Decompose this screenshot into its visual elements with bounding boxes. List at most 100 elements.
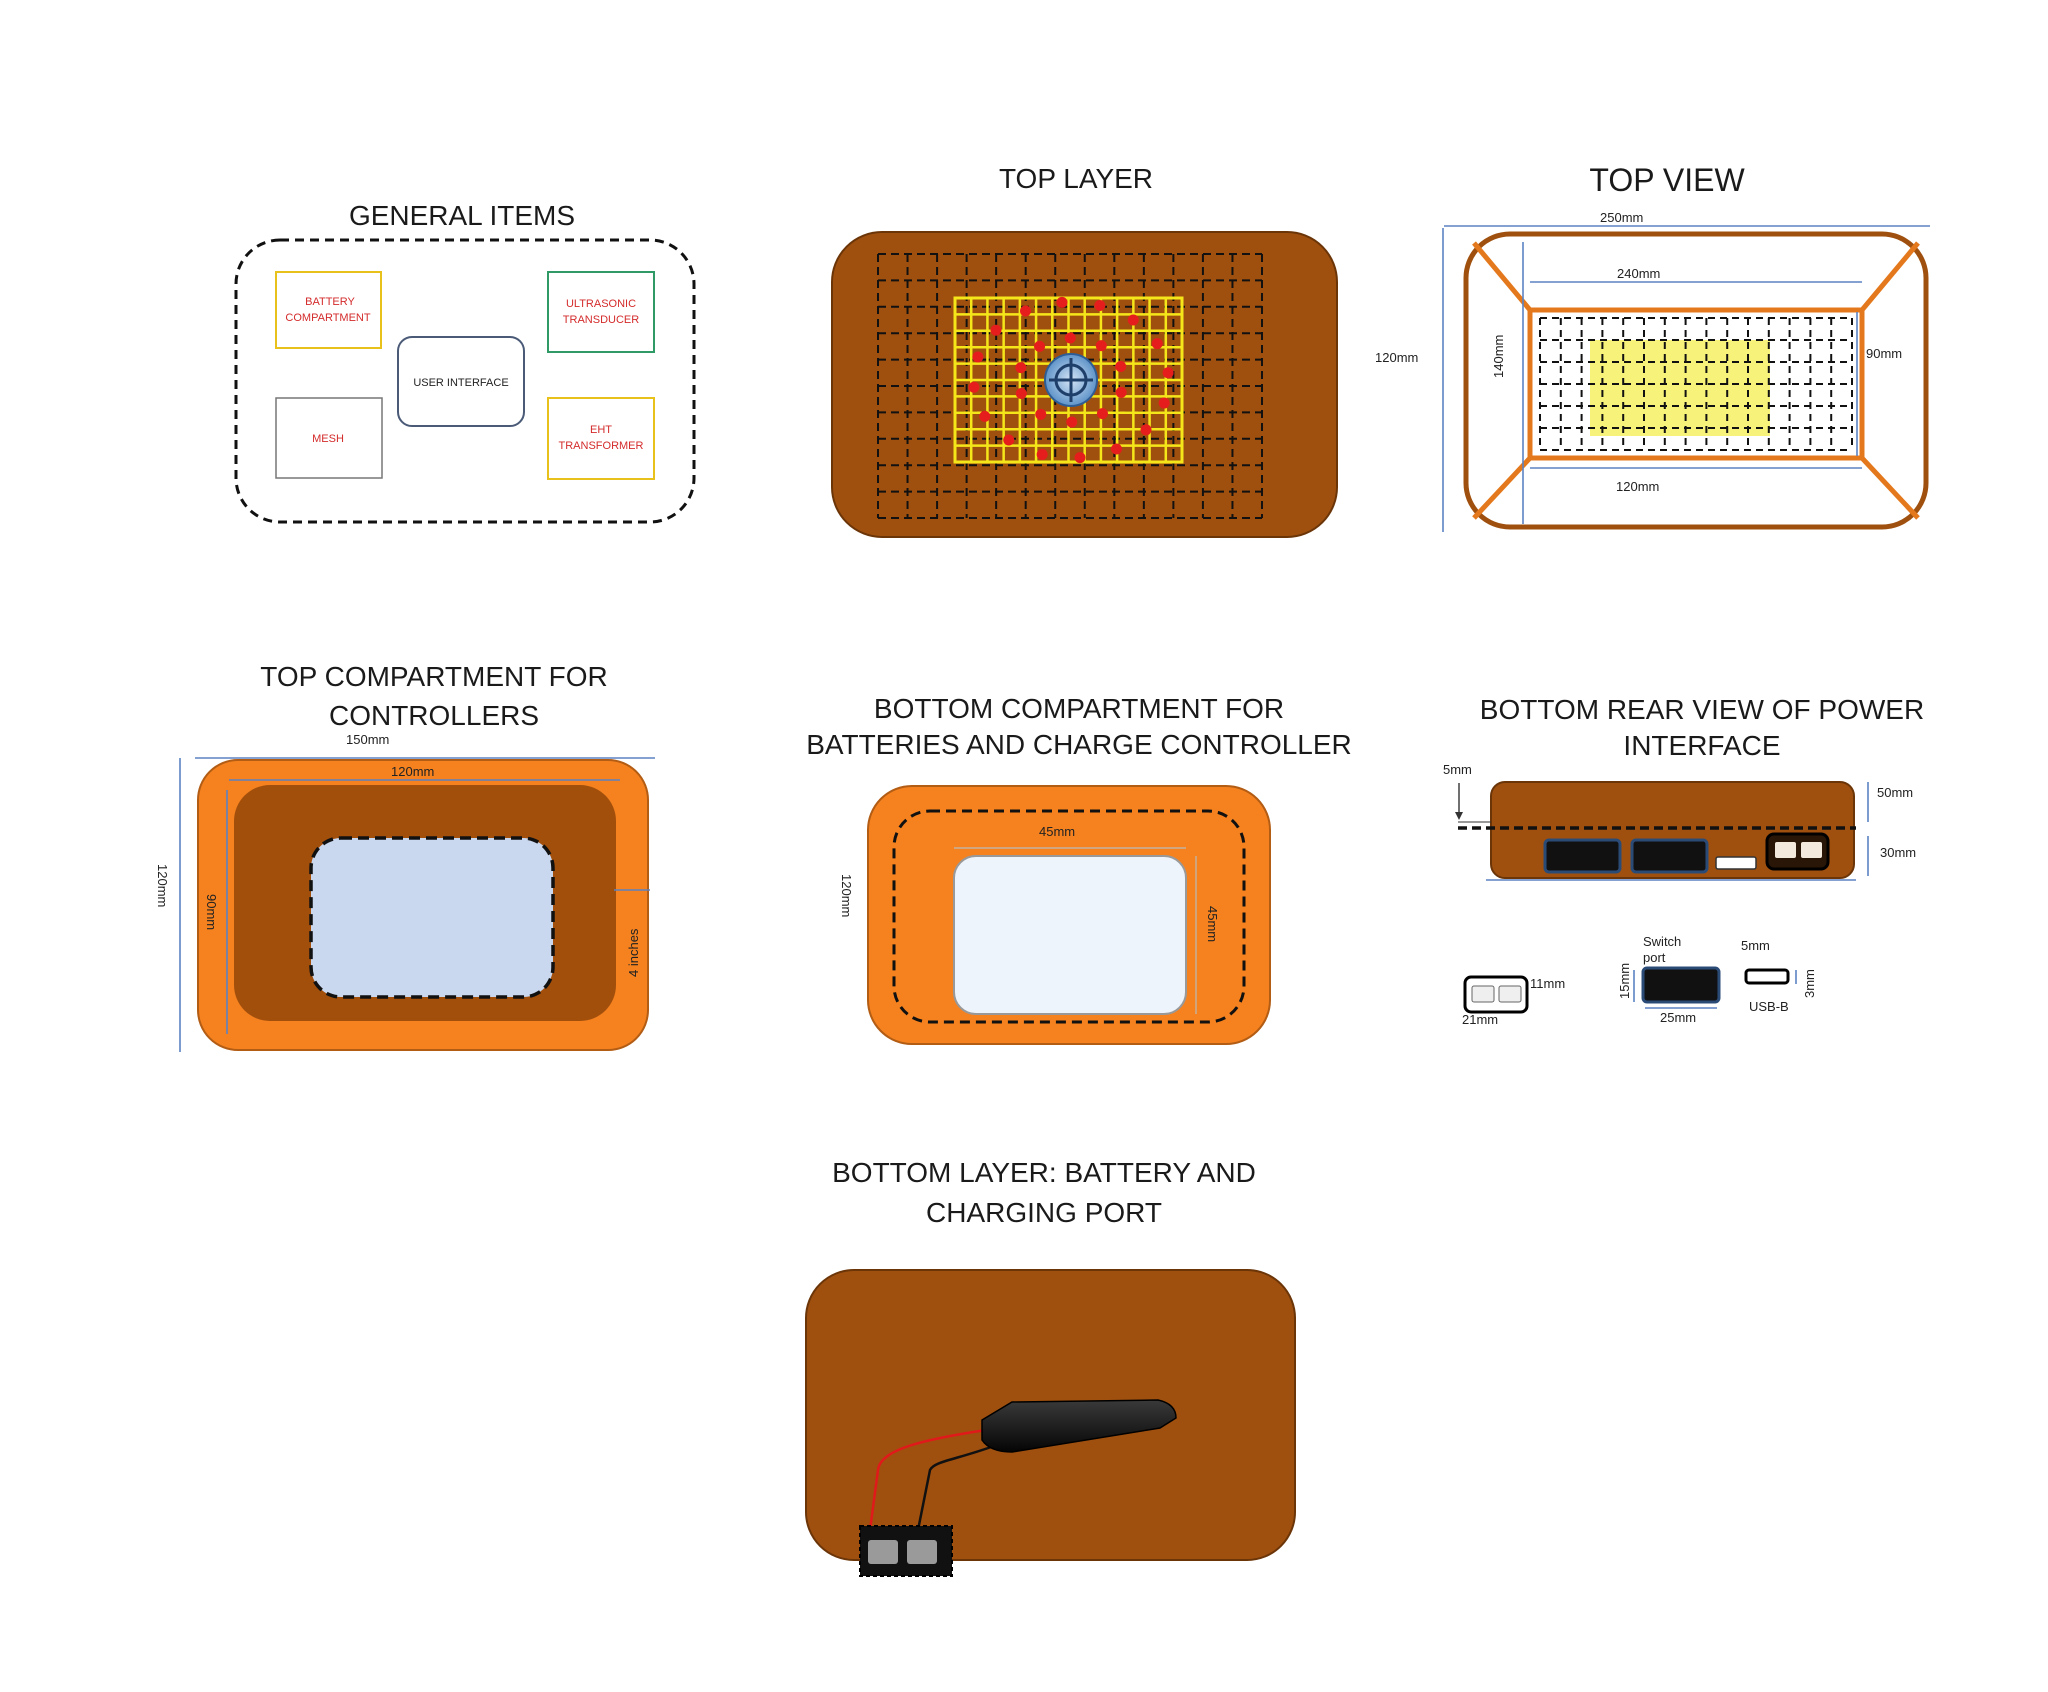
eht-transformer-box: EHT TRANSFORMER [547, 397, 655, 480]
dim-45mm-right: 45mm [1205, 906, 1220, 942]
battery-compartment-box: BATTERY COMPARTMENT [275, 271, 382, 349]
ultrasonic-label-line2: TRANSDUCER [563, 314, 639, 326]
mesh-label: MESH [312, 433, 344, 445]
detail-usb-port: 5mm 3mm USB-B [1741, 938, 1817, 1014]
dim-25mm: 25mm [1660, 1010, 1696, 1025]
electrode-dot [1066, 416, 1078, 428]
top-view-dimensions: 250mm 240mm 120mm 140mm 90mm 120mm [1375, 210, 1930, 532]
rear-view-switch-port-1 [1543, 838, 1622, 874]
dim-120mm-left: 120mm [1375, 350, 1418, 365]
top-view-corner-struts [1472, 241, 1920, 520]
dim-21mm: 21mm [1462, 1012, 1498, 1027]
rear-view-dimensions: 5mm 50mm 30mm [1443, 762, 1916, 881]
dim-5mm-usb: 5mm [1741, 938, 1770, 953]
electrode-dot [1036, 449, 1048, 461]
ultrasonic-label-line1: ULTRASONIC [566, 298, 636, 310]
electrode-dot [1158, 397, 1170, 409]
dim-150mm: 150mm [346, 732, 389, 747]
top-view-dashed-grid [1539, 317, 1853, 451]
electrode-dot [1034, 340, 1046, 352]
dim-45mm-top: 45mm [1039, 824, 1075, 839]
general-items-title: GENERAL ITEMS [349, 200, 575, 231]
eht-label-line1: EHT [590, 424, 612, 436]
dim-3mm: 3mm [1802, 969, 1817, 998]
top-layer-yellow-mesh [953, 296, 1184, 464]
electrode-dot [990, 324, 1002, 336]
top-layer-title: TOP LAYER [999, 163, 1153, 194]
top-view-yellow-mesh [1590, 340, 1770, 436]
electrode-dot [1151, 338, 1163, 350]
electrode-dot [1162, 367, 1174, 379]
electrode-dot [1064, 332, 1076, 344]
electrode-dot [1095, 340, 1107, 352]
dim-11mm: 11mm [1530, 976, 1565, 991]
ultrasonic-transducer-icon [1044, 353, 1098, 407]
general-items-boundary [234, 238, 696, 524]
top-layer-red-electrodes [968, 296, 1174, 464]
electrode-dot [1003, 434, 1015, 446]
rear-view-switch-port-2 [1630, 838, 1709, 874]
usb-b-label: USB-B [1749, 999, 1789, 1014]
bottom-compartment-cavity [953, 855, 1187, 1015]
electrode-dot [1115, 360, 1127, 372]
dim-140mm: 140mm [1491, 335, 1506, 378]
dim-250mm: 250mm [1600, 210, 1643, 225]
dim-50mm: 50mm [1877, 785, 1913, 800]
rear-view-dc-port [1765, 832, 1830, 871]
top-view-title: TOP VIEW [1589, 162, 1745, 198]
bottom-compartment-dimensions: 45mm 120mm 45mm [839, 824, 1220, 1014]
top-compartment-title-line2: CONTROLLERS [329, 700, 539, 731]
electrode-dot [1110, 443, 1122, 455]
electrode-dot [968, 381, 980, 393]
dim-120mm-top: 120mm [391, 764, 434, 779]
dim-5mm-left: 5mm [1443, 762, 1472, 777]
dim-90mm: 90mm [1866, 346, 1902, 361]
rear-view-title-line2: INTERFACE [1623, 730, 1780, 761]
electrode-dot [1015, 362, 1027, 374]
charging-port-icon [859, 1525, 953, 1577]
bottom-layer-panel: BOTTOM LAYER: BATTERY AND CHARGING PORT [805, 1157, 1296, 1577]
electrode-dot [1020, 305, 1032, 317]
top-view-panel: TOP VIEW 250mm 240mm 120mm 140mm 90mm 12… [1375, 162, 1930, 532]
top-compartment-panel: TOP COMPARTMENT FOR CONTROLLERS 150mm 12… [155, 661, 655, 1052]
electrode-dot [1127, 314, 1139, 326]
rear-view-usb-port [1715, 856, 1757, 870]
electrode-dot [1140, 424, 1152, 436]
electrode-dot [1094, 299, 1106, 311]
dim-30mm: 30mm [1880, 845, 1916, 860]
battery-icon [981, 1399, 1177, 1453]
electrode-dot [979, 410, 991, 422]
dim-15mm: 15mm [1617, 963, 1632, 999]
rear-view-title-line1: BOTTOM REAR VIEW OF POWER [1480, 694, 1924, 725]
bottom-compartment-title-line2: BATTERIES AND CHARGE CONTROLLER [806, 729, 1352, 760]
electrode-dot [1056, 296, 1068, 308]
top-compartment-dimensions: 150mm 120mm 120mm 90mm 4 inches [155, 732, 655, 1052]
dim-120mm-left: 120mm [839, 874, 854, 917]
electrode-dot [1096, 408, 1108, 420]
dim-120mm-side: 120mm [155, 864, 170, 907]
dim-240mm: 240mm [1617, 266, 1660, 281]
user-interface-box: USER INTERFACE [397, 336, 525, 427]
electrode-dot [972, 351, 984, 363]
user-interface-label: USER INTERFACE [413, 377, 508, 389]
battery-label-line2: COMPARTMENT [285, 312, 370, 324]
ultrasonic-transducer-box: ULTRASONIC TRANSDUCER [547, 271, 655, 353]
detail-switch-port: Switch port 15mm 25mm [1617, 934, 1721, 1025]
bottom-layer-title-line1: BOTTOM LAYER: BATTERY AND [832, 1157, 1256, 1188]
electrode-dot [1115, 386, 1127, 398]
battery-label-line1: BATTERY [305, 296, 355, 308]
mesh-box: MESH [275, 397, 383, 479]
electrode-dot [1015, 388, 1027, 400]
red-wire [868, 1428, 987, 1531]
bottom-compartment-panel: BOTTOM COMPARTMENT FOR BATTERIES AND CHA… [806, 693, 1352, 1045]
rear-view-panel: BOTTOM REAR VIEW OF POWER INTERFACE 5mm … [1443, 694, 1924, 1027]
top-compartment-title-line1: TOP COMPARTMENT FOR [260, 661, 607, 692]
electrode-dot [1035, 408, 1047, 420]
electrode-dot [1074, 452, 1086, 464]
top-compartment-cavity [309, 836, 555, 999]
dim-4-inches: 4 inches [626, 928, 641, 977]
detail-dc-port: 11mm 21mm [1462, 975, 1565, 1027]
dim-90mm-side: 90mm [204, 894, 219, 930]
bottom-compartment-title-line1: BOTTOM COMPARTMENT FOR [874, 693, 1284, 724]
